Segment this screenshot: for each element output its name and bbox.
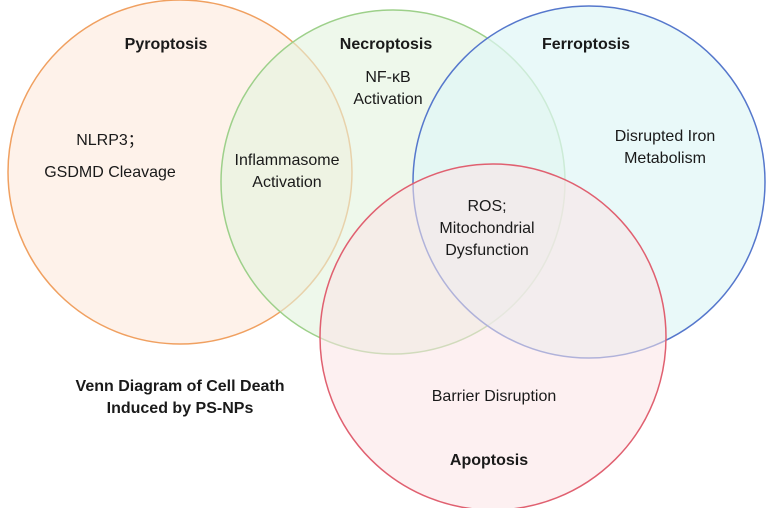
caption-line: Venn Diagram of Cell Death <box>75 378 285 395</box>
region-line: Disrupted Iron <box>614 128 716 145</box>
apoptosis-only-label: Barrier Disruption <box>432 386 556 408</box>
region-line: GSDMD Cleavage <box>44 164 176 181</box>
pyroptosis-only-label: NLRP3； GSDMD Cleavage <box>44 125 176 189</box>
region-line: Inflammasome <box>234 152 340 169</box>
apoptosis-title: Apoptosis <box>449 452 529 469</box>
region-line: ROS; <box>467 198 507 215</box>
region-line: Activation <box>353 91 423 108</box>
shared-center-label: ROS; Mitochondrial Dysfunction <box>439 196 534 262</box>
pyroptosis-title: Pyroptosis <box>124 36 208 53</box>
region-line: NF-κB <box>365 69 411 86</box>
region-line: Barrier Disruption <box>431 388 557 405</box>
region-line: Dysfunction <box>445 242 529 259</box>
necroptosis-title: Necroptosis <box>339 36 433 53</box>
caption-line: Induced by PS-NPs <box>106 400 254 417</box>
pyroptosis-necroptosis-label: Inflammasome Activation <box>235 150 340 194</box>
diagram-caption: Venn Diagram of Cell Death Induced by PS… <box>50 376 310 420</box>
apoptosis-circle <box>319 163 667 508</box>
region-line: Metabolism <box>624 150 706 167</box>
region-line: Mitochondrial <box>439 220 535 237</box>
region-line: NLRP3； <box>76 132 144 149</box>
region-line: Activation <box>252 174 322 191</box>
ferroptosis-only-label: Disrupted Iron Metabolism <box>615 126 716 170</box>
necroptosis-only-label: NF-κB Activation <box>353 67 422 111</box>
ferroptosis-title: Ferroptosis <box>541 36 631 53</box>
